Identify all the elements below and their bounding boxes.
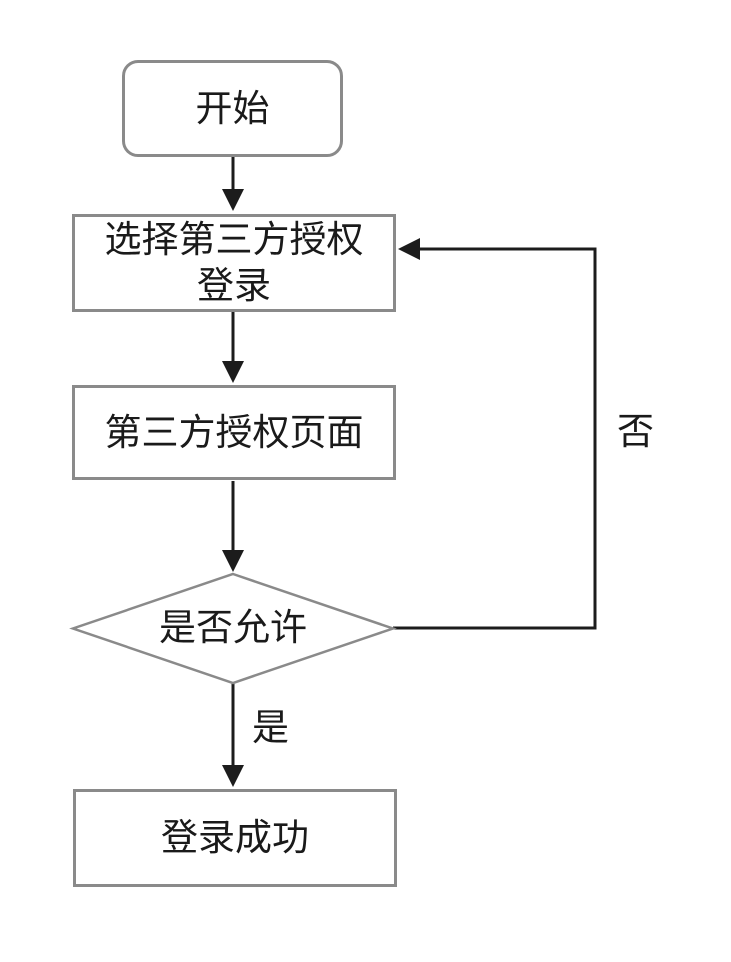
node-choose-login-label: 选择第三方授权登录 — [104, 218, 364, 307]
arrowhead-into-success — [222, 765, 244, 787]
node-choose-login: 选择第三方授权登录 — [72, 214, 396, 312]
arrowhead-into-choose — [222, 189, 244, 211]
node-allow-decision-label: 是否允许 — [159, 606, 307, 649]
node-auth-page: 第三方授权页面 — [72, 385, 396, 480]
edge-label-yes: 是 — [252, 706, 289, 749]
node-allow-decision-shape — [69, 572, 397, 685]
node-start: 开始 — [122, 60, 343, 157]
node-auth-page-label: 第三方授权页面 — [104, 410, 364, 454]
arrowhead-loop-into-choose — [398, 238, 420, 260]
node-login-success: 登录成功 — [73, 789, 397, 887]
node-login-success-label: 登录成功 — [161, 816, 309, 859]
arrowhead-into-decision — [222, 550, 244, 572]
node-start-label: 开始 — [195, 86, 270, 130]
arrowhead-into-authpage — [222, 361, 244, 383]
edge-label-no: 否 — [617, 410, 654, 453]
edge-decision-no-loop — [393, 247, 597, 630]
